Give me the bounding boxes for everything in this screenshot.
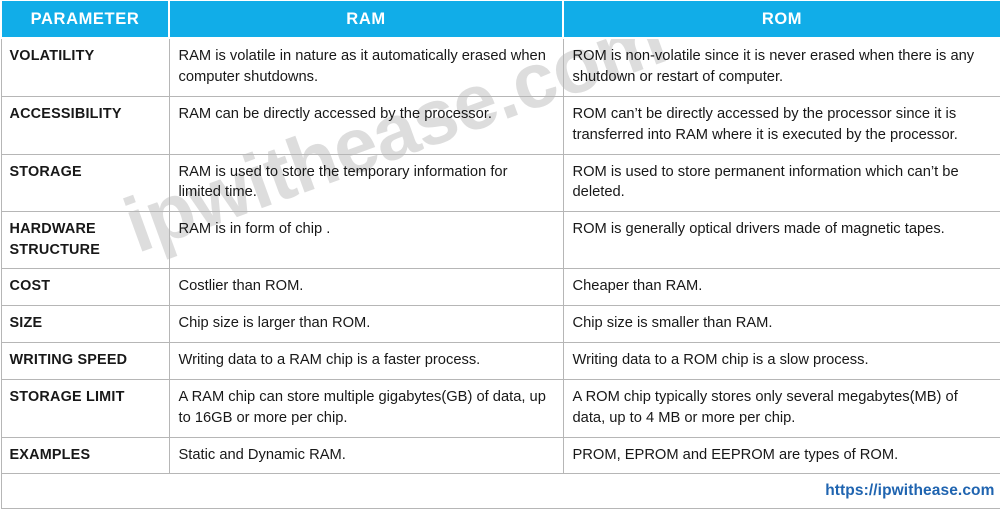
row-rom-text: ROM is generally optical drivers made of… [562,211,1000,270]
row-parameter-label: STORAGE [0,153,170,213]
row-parameter-label: WRITING SPEED [0,341,170,380]
table-row: SIZE Chip size is larger than ROM. Chip … [0,305,1000,343]
row-ram-text: A RAM chip can store multiple gigabytes(… [168,378,564,438]
row-ram-text: RAM is in form of chip . [168,211,564,270]
table-row: WRITING SPEED Writing data to a RAM chip… [0,341,1000,380]
row-parameter-label: STORAGE LIMIT [0,378,170,438]
row-rom-text: ROM is non-volatile since it is never er… [562,37,1000,97]
row-rom-text: ROM can’t be directly accessed by the pr… [562,95,1000,155]
row-ram-text: Chip size is larger than ROM. [168,305,564,343]
table-body: VOLATILITY RAM is volatile in nature as … [0,37,1000,475]
row-rom-text: ROM is used to store permanent informati… [562,153,1000,213]
table-header: PARAMETER RAM ROM [0,0,1000,39]
row-rom-text: Cheaper than RAM. [562,268,1000,307]
row-rom-text: PROM, EPROM and EEPROM are types of ROM. [562,436,1000,475]
row-ram-text: RAM is used to store the temporary infor… [168,153,564,213]
row-parameter-label: EXAMPLES [0,436,170,475]
table-row: ACCESSIBILITY RAM can be directly access… [0,95,1000,155]
row-ram-text: Costlier than ROM. [168,268,564,307]
row-rom-text: A ROM chip typically stores only several… [562,378,1000,438]
row-ram-text: Writing data to a RAM chip is a faster p… [168,341,564,380]
row-parameter-label: COST [0,268,170,307]
row-ram-text: Static and Dynamic RAM. [168,436,564,475]
table-header-row: PARAMETER RAM ROM [0,0,1000,39]
header-parameter: PARAMETER [0,0,170,39]
row-parameter-label: VOLATILITY [0,37,170,97]
header-rom: ROM [562,0,1000,39]
row-parameter-label: ACCESSIBILITY [0,95,170,155]
table-footer: https://ipwithease.com [0,473,1000,509]
site-url-link[interactable]: https://ipwithease.com [825,482,995,500]
header-ram: RAM [168,0,564,39]
footer-cell: https://ipwithease.com [0,473,1000,509]
footer-row: https://ipwithease.com [0,473,1000,509]
table-row: STORAGE RAM is used to store the tempora… [0,153,1000,213]
table-row: HARDWARE STRUCTURE RAM is in form of chi… [0,211,1000,270]
row-ram-text: RAM is volatile in nature as it automati… [168,37,564,97]
table-row: EXAMPLES Static and Dynamic RAM. PROM, E… [0,436,1000,475]
row-rom-text: Writing data to a ROM chip is a slow pro… [562,341,1000,380]
row-ram-text: RAM can be directly accessed by the proc… [168,95,564,155]
table-row: STORAGE LIMIT A RAM chip can store multi… [0,378,1000,438]
table-row: COST Costlier than ROM. Cheaper than RAM… [0,268,1000,307]
table-row: VOLATILITY RAM is volatile in nature as … [0,37,1000,97]
row-parameter-label: HARDWARE STRUCTURE [0,211,170,270]
row-parameter-label: SIZE [0,305,170,343]
row-rom-text: Chip size is smaller than RAM. [562,305,1000,343]
